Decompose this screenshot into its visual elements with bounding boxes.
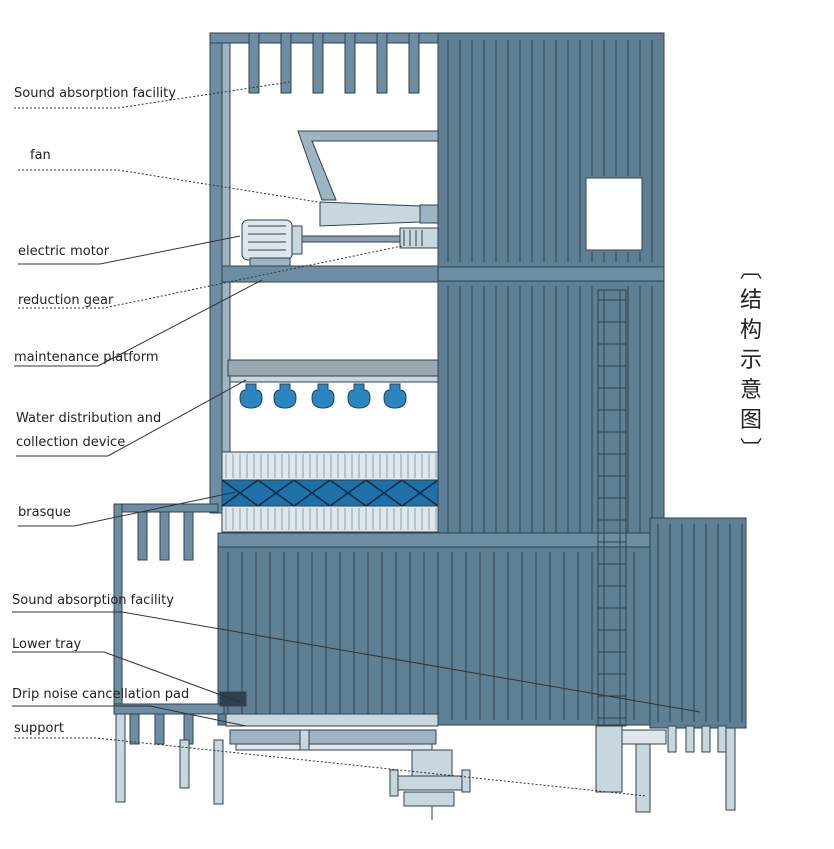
side-title-char-5: 图 xyxy=(739,408,762,433)
side-title-char-2: 构 xyxy=(739,318,762,343)
side-title-char-1: 结 xyxy=(739,288,762,313)
tower-stripes xyxy=(447,40,653,538)
label-electric-motor: electric motor xyxy=(18,244,110,259)
label-drip-noise-pad: Drip noise cancellation pad xyxy=(12,687,190,702)
label-brasque: brasque xyxy=(18,505,71,520)
leader-lines xyxy=(12,81,701,797)
top-baffles xyxy=(248,32,420,94)
side-title-char-4: 意 xyxy=(739,378,762,403)
label-sound-absorption-bottom: Sound absorption facility xyxy=(12,593,174,608)
lower-left-structure xyxy=(113,503,225,745)
label-lower-tray: Lower tray xyxy=(12,637,82,652)
label-water-distribution-line1: Water distribution and xyxy=(16,411,162,426)
label-fan: fan xyxy=(30,148,51,163)
label-water-distribution-line2: collection device xyxy=(16,435,126,450)
label-maintenance-platform: maintenance platform xyxy=(14,350,159,365)
fan-assembly xyxy=(241,130,439,267)
label-sound-absorption-top: Sound absorption facility xyxy=(14,86,176,101)
fill-media xyxy=(221,451,439,533)
label-support: support xyxy=(14,721,64,736)
label-reduction-gear: reduction gear xyxy=(18,293,114,308)
outlet-pipe xyxy=(389,749,471,820)
side-title: ︹ 结 构 示 意 图 ︺ xyxy=(736,256,766,466)
tower-lower xyxy=(217,517,747,729)
side-title-open-bracket: ︹ xyxy=(739,258,762,283)
side-title-close-bracket: ︺ xyxy=(739,438,762,463)
supports xyxy=(115,713,736,813)
left-frame xyxy=(209,32,439,514)
side-title-char-3: 示 xyxy=(739,348,762,373)
water-distribution xyxy=(229,375,439,409)
